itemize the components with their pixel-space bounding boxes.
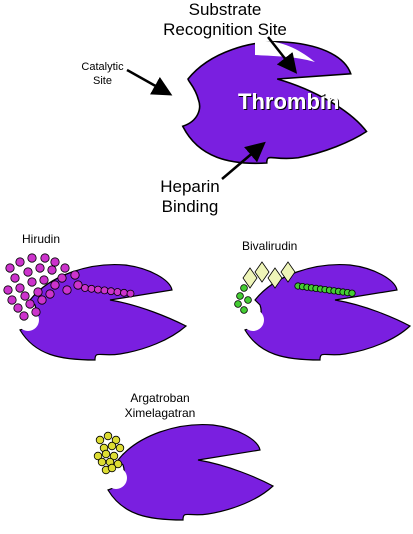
hirudin-bead [3,285,13,295]
argatroban-bead [103,431,113,441]
hirudin-bead [126,289,135,298]
thrombin-label: Thrombin [238,89,340,114]
hirudin-label: Hirudin [22,232,61,246]
hirudin-bead [13,303,23,313]
hirudin-bead [100,286,109,295]
hirudin-bead [120,288,128,297]
hirudin-bead [50,257,60,267]
thrombin-shape [107,423,275,521]
hirudin-bead [19,311,29,321]
hirudin-bead [113,288,122,296]
hirudin-bead [60,263,70,273]
hirudin-bead [45,289,55,299]
hirudin-bead [31,307,41,317]
hirudin-bead [15,283,25,293]
hirudin-bead [37,295,47,305]
thrombin-main [181,41,368,165]
substrate-site-label: Substrate Recognition Site [150,0,300,40]
hirudin-bead [87,284,96,293]
hirudin-bead [27,253,37,263]
bivalirudin-bead [236,292,244,300]
thrombin-shape [244,263,412,361]
argatroban-bead [107,463,117,473]
argatroban-bead [109,451,119,461]
argatroban-bead [93,451,103,461]
thrombin-shape [19,263,188,361]
catalytic-pocket [169,87,197,115]
hirudin-bead [33,287,43,297]
argatroban-bead [107,441,117,451]
hirudin-bead [23,267,33,277]
bivalirudin-bead [244,296,252,304]
catalytic-pocket [105,467,127,489]
bivalirudin-bead [234,300,242,308]
hirudin-bead [39,275,49,285]
thrombin-bivalirudin [242,263,412,361]
hirudin-bead [70,270,80,280]
bivalirudin-diamond [242,267,258,289]
substrate-groove [255,41,315,62]
argatroban-molecule [93,431,125,475]
hirudin-bead [40,253,50,263]
bivalirudin-molecule [234,261,356,314]
hirudin-bead [50,280,60,290]
heparin-binding-label: Heparin Binding [160,177,220,216]
hirudin-bead [7,295,17,305]
bivalirudin-label: Bivalirudin [242,239,298,253]
bivalirudin-bead [240,284,248,292]
argatroban-bead [111,435,121,445]
argatroban-bead [101,449,111,459]
hirudin-bead [5,263,15,273]
bivalirudin-bead [240,306,248,314]
hirudin-bead [10,273,20,283]
argatroban-bead [97,457,107,467]
substrate-arrow-icon [267,36,298,74]
bivalirudin-bead [348,289,356,297]
catalytic-arrow-icon [126,68,173,96]
catalytic-site-label: Catalytic Site [81,61,124,87]
hirudin-bead [20,291,30,301]
hirudin-bead [57,273,67,283]
bivalirudin-diamond [280,261,296,283]
bivalirudin-diamond [254,261,270,283]
substrate-site-text: Substrate Recognition Site [163,0,287,39]
catalytic-pocket [242,309,264,331]
thrombin-small-molecule [105,423,275,521]
hirudin-molecule [3,253,135,321]
small-molecule-label: Argatroban Ximelagatran [124,391,196,420]
hirudin-bead [25,299,35,309]
heparin-arrow-icon [221,141,266,180]
hirudin-bead [27,277,37,287]
hirudin-bead [73,280,83,290]
thrombin-shape [181,41,368,165]
argatroban-bead [95,435,105,445]
hirudin-bead [47,265,57,275]
hirudin-bead [62,285,72,295]
hirudin-bead [15,257,25,267]
argatroban-bead [115,443,125,453]
hirudin-bead [94,285,102,294]
hirudin-bead [107,287,115,296]
hirudin-bead [35,263,45,273]
argatroban-bead [113,459,123,469]
hirudin-bead [81,284,89,292]
bivalirudin-diamond [267,267,283,289]
